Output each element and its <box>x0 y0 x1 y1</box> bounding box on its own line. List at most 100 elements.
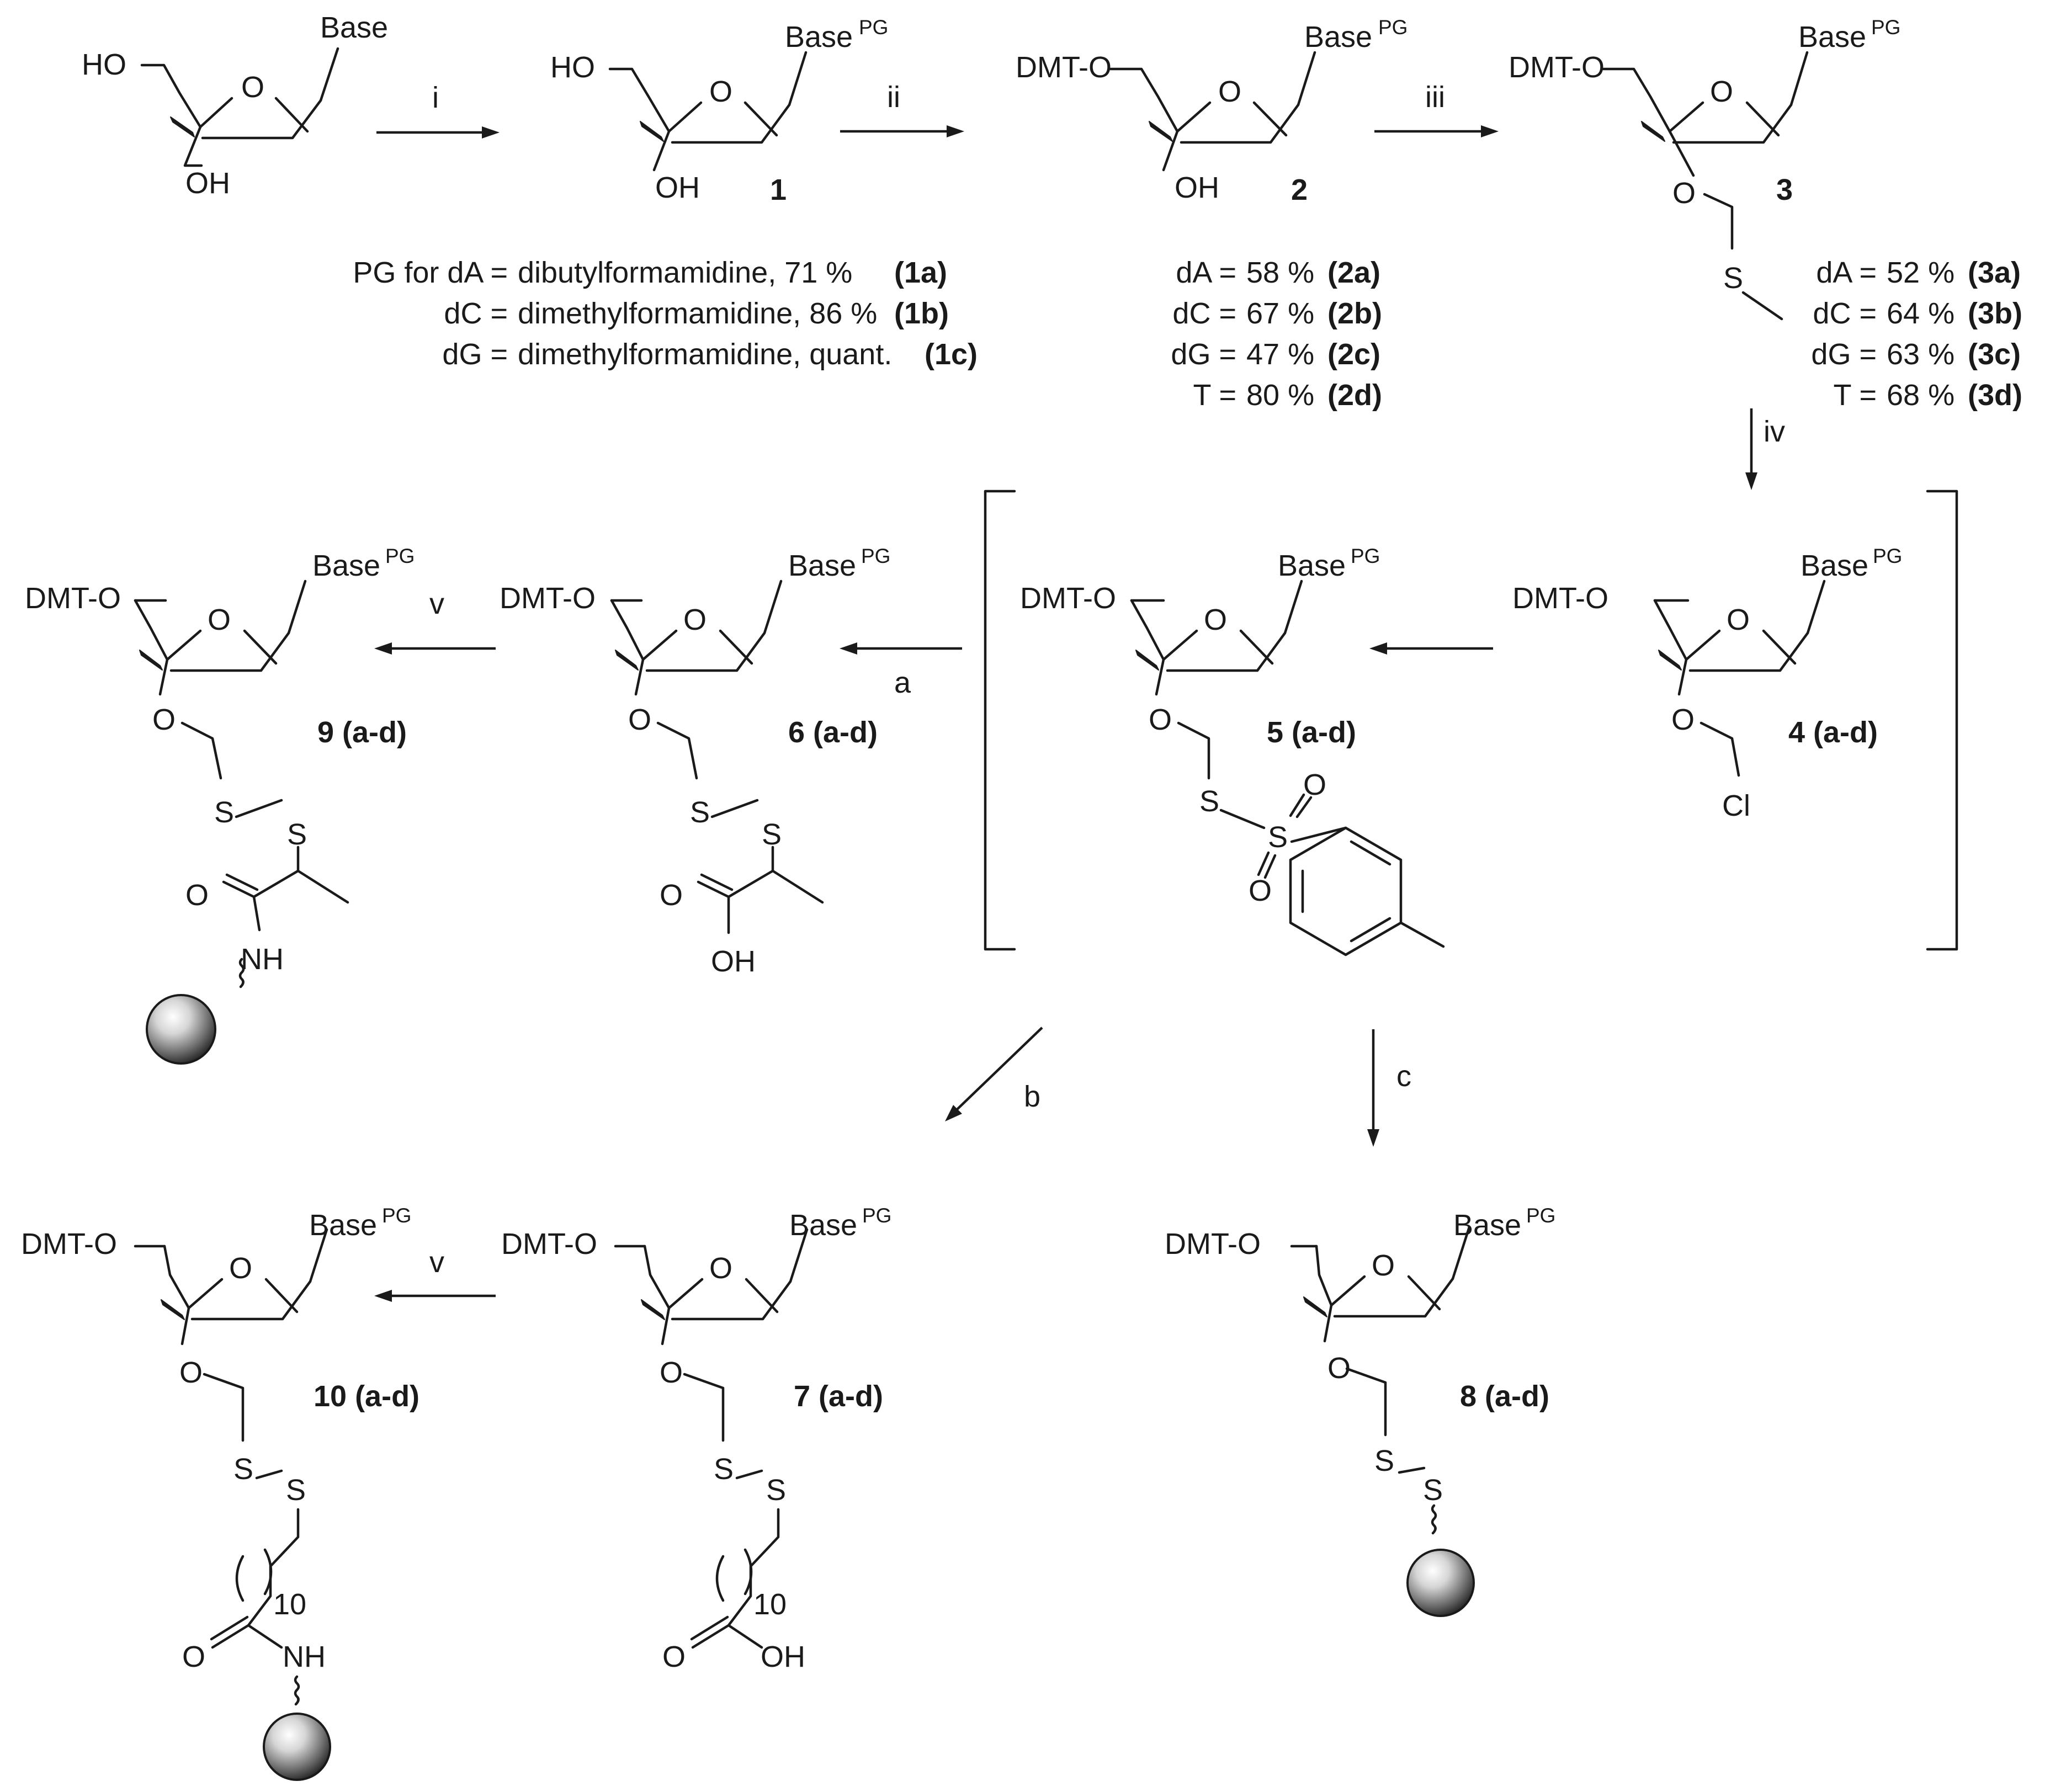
atom-ether-o: O <box>152 703 176 736</box>
arrow-v-top: v <box>374 587 496 655</box>
arrow-4-to-5 <box>1369 642 1493 655</box>
atom-base: Base <box>1801 549 1868 582</box>
atom-amide-nh: NH <box>241 943 284 976</box>
label-compound-6: 6 (a-d) <box>788 716 878 749</box>
atom-pg: PG <box>385 545 415 567</box>
yield-1a-tag: (1a) <box>894 256 947 289</box>
atom-base: Base <box>1453 1209 1521 1242</box>
atom-base: Base <box>785 20 853 54</box>
reagent-b: b <box>1024 1080 1040 1113</box>
yield-1c-text: dimethylformamidine, quant. <box>518 338 892 371</box>
atom-dmt-o: DMT-O <box>21 1227 117 1261</box>
atom-pg: PG <box>1873 545 1902 567</box>
yield-2b-text: 67 % <box>1246 297 1314 330</box>
atom-ho: HO <box>82 48 126 81</box>
reagent-a: a <box>894 666 911 699</box>
atom-pg: PG <box>1871 16 1900 39</box>
atom-amide-nh: NH <box>283 1640 326 1673</box>
atom-ether-o: O <box>628 703 651 736</box>
yield-1b-tag: (1b) <box>894 297 949 330</box>
intermediate-brackets <box>984 490 1958 951</box>
atom-s1: S <box>214 796 234 829</box>
yield-2b-prefix: dC = <box>1172 297 1236 330</box>
yield-2c-prefix: dG = <box>1171 338 1236 371</box>
yield-1b-prefix: dC = <box>444 297 508 330</box>
atom-pg: PG <box>1378 16 1408 39</box>
atom-ho: HO <box>550 51 595 84</box>
yield-2a-tag: (2a) <box>1327 256 1380 289</box>
atom-carbonyl-o: O <box>662 1640 686 1673</box>
atom-pg: PG <box>1526 1204 1555 1227</box>
compound-7: DMT-O O O S S 10 O OH Base PG 7 (a-d) <box>501 1204 891 1673</box>
atom-base: Base <box>309 1209 377 1242</box>
label-repeat-10: 10 <box>273 1588 306 1621</box>
arrow-v-bottom: v <box>374 1246 496 1302</box>
arrow-i: i <box>376 81 500 139</box>
compound-5: DMT-O O O S S O O Base PG 5 (a-d) <box>1020 545 1445 956</box>
yield-3a-prefix: dA = <box>1816 256 1877 289</box>
atom-acid-oh: OH <box>761 1640 805 1673</box>
atom-s1: S <box>1374 1444 1394 1477</box>
yield-3d-tag: (3d) <box>1968 379 2022 412</box>
label-compound-5: 5 (a-d) <box>1267 716 1356 749</box>
atom-ring-o: O <box>683 603 707 636</box>
yield-3b-prefix: dC = <box>1813 297 1877 330</box>
atom-s2: S <box>762 818 782 851</box>
nucleoside-start: HO O OH Base <box>82 11 388 200</box>
atom-acid-oh: OH <box>711 945 756 978</box>
atom-ether-o: O <box>660 1356 683 1389</box>
reagent-v: v <box>429 587 444 620</box>
atom-dmt-o: DMT-O <box>1509 51 1605 84</box>
yield-3c-prefix: dG = <box>1811 338 1877 371</box>
atom-pg: PG <box>382 1204 411 1227</box>
compound-9: DMT-O O O S S O NH Base PG 9 (a-d) <box>25 545 415 1065</box>
atom-ring-o: O <box>1204 603 1227 636</box>
reagent-v: v <box>429 1246 444 1279</box>
atom-s2: S <box>286 1474 306 1507</box>
reagent-i: i <box>432 81 439 114</box>
atom-dmt-o: DMT-O <box>1512 582 1608 615</box>
atom-s2: S <box>1423 1474 1443 1507</box>
atom-pg: PG <box>861 545 890 567</box>
label-compound-4: 4 (a-d) <box>1788 716 1878 749</box>
compound-2: DMT-O O OH Base PG 2 <box>1016 16 1408 206</box>
yield-1a-prefix: PG for dA = <box>353 256 508 289</box>
atom-oh: OH <box>185 167 230 200</box>
yields-1: PG for dA = dibutylformamidine, 71 % (1a… <box>353 256 978 371</box>
arrow-c: c <box>1367 1029 1411 1147</box>
atom-ring-o: O <box>1710 75 1733 108</box>
atom-base: Base <box>1278 549 1346 582</box>
yield-3a-text: 52 % <box>1887 256 1955 289</box>
resin-bead <box>1406 1549 1475 1617</box>
atom-base: Base <box>1798 20 1866 54</box>
yield-3d-text: 68 % <box>1887 379 1955 412</box>
atom-pg: PG <box>1351 545 1380 567</box>
atom-pg: PG <box>859 16 888 39</box>
arrow-iii: iii <box>1374 81 1499 137</box>
atom-s1: S <box>690 796 710 829</box>
atom-ring-o: O <box>241 71 264 104</box>
yield-3c-tag: (3c) <box>1968 338 2021 371</box>
atom-carbonyl-o: O <box>660 879 683 912</box>
atom-dmt-o: DMT-O <box>500 582 596 615</box>
yield-3b-tag: (3b) <box>1968 297 2022 330</box>
compound-1: HO O OH Base PG 1 <box>550 16 888 206</box>
atom-ether-o: O <box>1149 703 1172 736</box>
atom-ether-o: O <box>1327 1352 1351 1385</box>
arrow-b: b <box>945 1027 1043 1121</box>
compound-4: DMT-O O O Cl Base PG 4 (a-d) <box>1512 545 1902 822</box>
reagent-ii: ii <box>887 81 900 114</box>
yield-3b-text: 64 % <box>1887 297 1955 330</box>
atom-ether-o: O <box>1671 703 1695 736</box>
yields-2: dA = 58 % (2a) dC = 67 % (2b) dG = 47 % … <box>1171 256 1382 412</box>
yield-2d-tag: (2d) <box>1327 379 1382 412</box>
atom-ring-o: O <box>709 1252 732 1285</box>
yield-1c-prefix: dG = <box>442 338 508 371</box>
label-compound-3: 3 <box>1776 173 1793 206</box>
label-compound-10: 10 (a-d) <box>314 1380 419 1413</box>
atom-sulfonyl-o1: O <box>1303 768 1326 801</box>
atom-s-sulfonyl: S <box>1268 821 1288 854</box>
yield-2d-prefix: T = <box>1193 379 1236 412</box>
atom-ring-o: O <box>709 75 732 108</box>
